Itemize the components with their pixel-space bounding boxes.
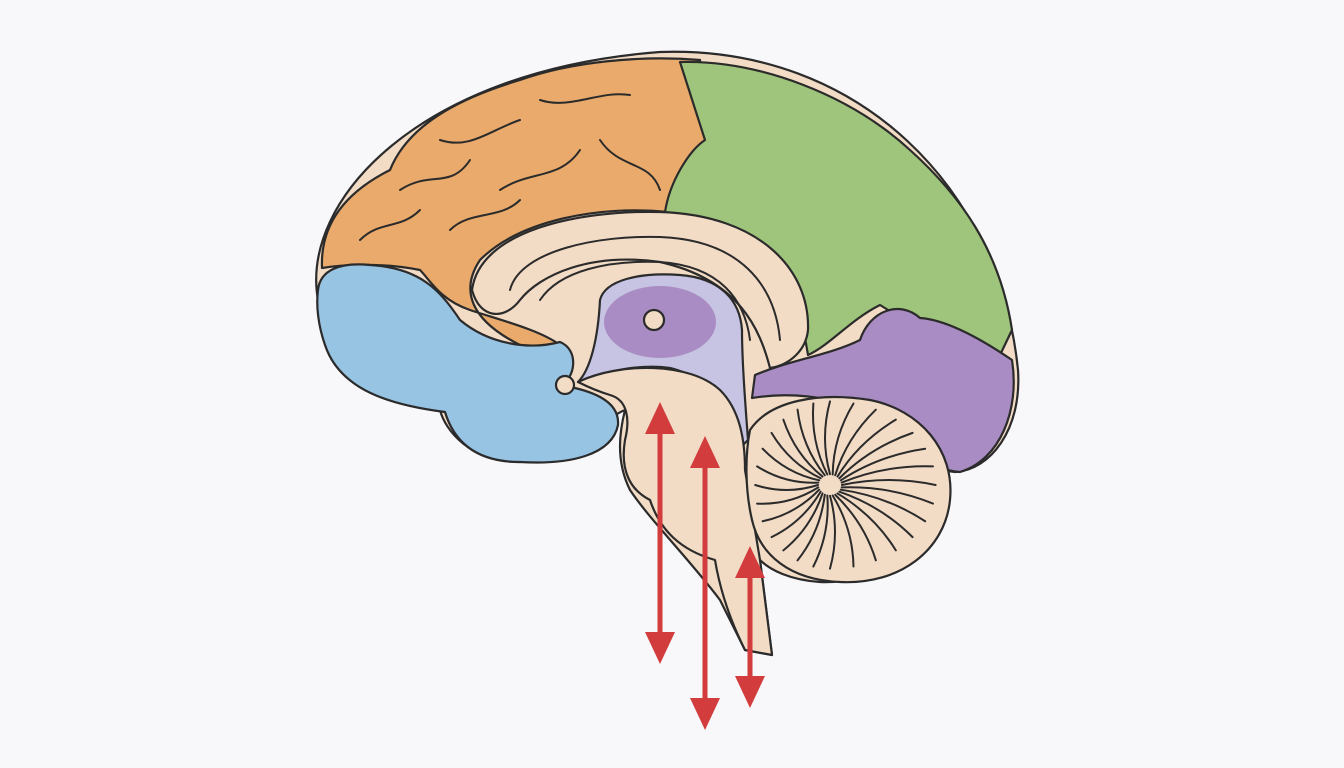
callosum-line [509,235,781,341]
folium-line [782,418,824,478]
folium-line [838,490,914,539]
arrow-head-up [645,402,675,434]
folium-line [839,488,927,523]
bidirectional-arrow-icon [690,436,720,730]
gyrus-fold [359,209,421,241]
folium-line [824,400,831,476]
folium-line [836,418,897,478]
folium-line [754,484,819,491]
folium-line [756,486,820,505]
thalamus-center [642,308,666,332]
brainstem [576,366,774,657]
folium-line [840,465,934,484]
arrow-head-down [645,632,675,664]
folium-line [770,431,822,480]
folium-line [836,492,897,552]
folium-line [761,447,821,482]
arrow-head-down [690,698,720,730]
folium-line [812,494,829,568]
arrow-head-up [690,436,720,468]
folium-line [782,492,824,552]
gyrus-fold [499,149,581,191]
gyrus-fold [539,93,631,104]
folium-line [796,408,826,477]
pituitary [554,374,576,396]
folium-line [831,402,855,476]
bidirectional-arrow-icon [735,546,765,708]
folium-line [840,486,934,505]
folium-line [831,494,855,568]
folium-line [796,493,826,562]
folium-line [761,488,821,523]
folium-line [839,447,927,482]
gyrus-fold [449,199,521,231]
gyrus-fold [399,159,471,191]
gyrus-fold [439,119,521,144]
folium-line [841,479,937,486]
folium-line [829,494,836,570]
gyrus-fold [599,139,661,191]
arrow-head-down [735,676,765,708]
cerebellum-folia [754,400,937,570]
folium-line [756,465,820,484]
frontal-lobe [320,57,707,351]
folium-line [811,402,829,476]
bidirectional-arrow-icon [645,402,675,664]
folium-line [838,431,914,480]
temporal-lobe [316,263,620,464]
arrows [645,402,765,730]
folium-line [834,493,877,562]
callosum-line [539,260,751,341]
arrow-head-up [735,546,765,578]
folium-line [770,490,822,539]
folium-line [834,408,877,477]
